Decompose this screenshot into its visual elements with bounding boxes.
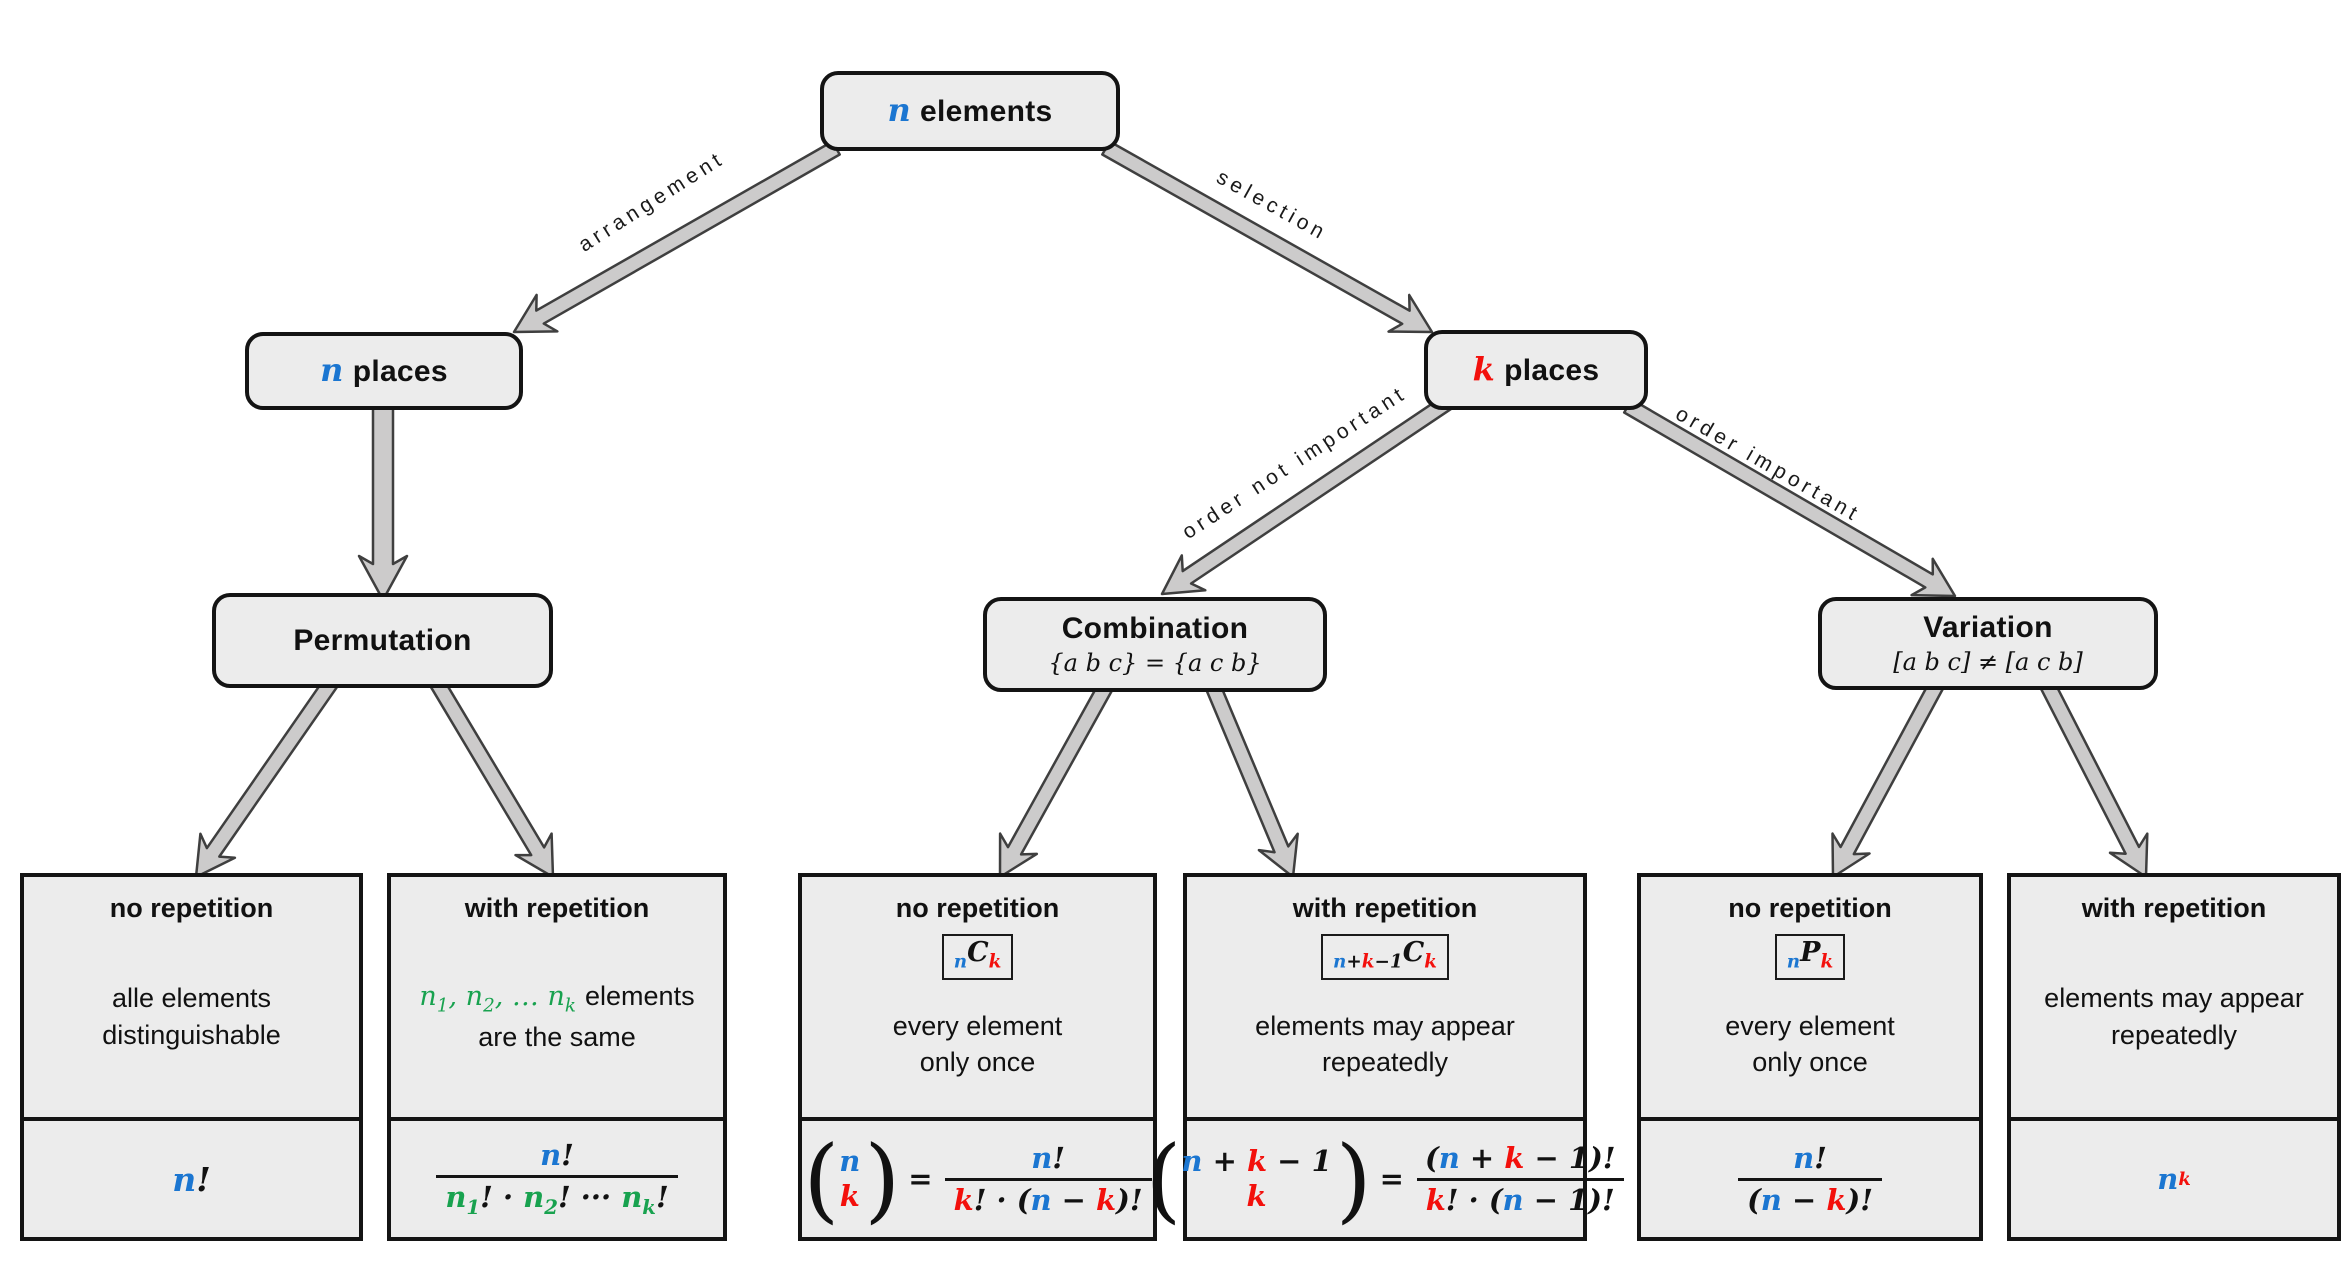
leaf-description: elements may appear repeatedly — [1255, 1010, 1515, 1078]
node-n-places-text: places — [352, 355, 448, 389]
leaf-heading: with repetition — [464, 893, 650, 923]
node-combination-example: {a b c} = {a c b} — [1048, 649, 1262, 677]
leaf-variation-with-repetition: with repetition elements may appear repe… — [2007, 873, 2341, 1241]
leaf-combination-with-repetition: with repetition n+k−1Ck elements may app… — [1145, 873, 1624, 1241]
leaf-description: elements may appear repeatedly — [2044, 983, 2304, 1050]
leaf-heading: no repetition — [109, 893, 274, 923]
node-k-places-text: places — [1504, 354, 1600, 388]
badge-nPk: nPk — [1774, 934, 1846, 980]
leaf-heading: no repetition — [895, 893, 1060, 923]
leaf-permutation-no-repetition: no repetition alle elements distinguisha… — [20, 873, 363, 1241]
node-variation-title: Variation — [1923, 611, 2053, 644]
paren-close: ) — [864, 1125, 900, 1233]
var-k: k — [1472, 350, 1496, 389]
var-n: n — [320, 351, 344, 390]
node-permutation-title: Permutation — [293, 624, 472, 657]
badge-nCk: nCk — [941, 934, 1014, 980]
var-n: n — [887, 91, 912, 130]
formula-n-factorial-over-groups: n! n1! · n2! ··· nk! — [391, 1117, 723, 1237]
leaf-heading: no repetition — [1728, 893, 1892, 923]
leaf-heading: with repetition — [1292, 893, 1478, 923]
formula-n-factorial-over-n-minus-k-factorial: n! (n − k)! — [1641, 1117, 1979, 1237]
leaf-heading: with repetition — [2081, 893, 2267, 923]
node-permutation: Permutation — [212, 593, 553, 688]
leaf-variation-no-repetition: no repetition nPk every element only onc… — [1637, 873, 1983, 1241]
paren-open: ( — [1145, 1125, 1181, 1233]
leaf-description: alle elements distinguishable — [102, 983, 281, 1050]
node-combination: Combination {a b c} = {a c b} — [983, 597, 1327, 692]
leaf-combination-no-repetition: no repetition nCk every element only onc… — [798, 873, 1157, 1241]
formula-n-factorial: n! — [24, 1117, 359, 1237]
leaf-description: every element only once — [892, 1010, 1063, 1078]
formula-binomial-n-plus-k-minus-1-choose-k: ( n + k − 1 k ) = (n + k − 1)! k! · (n −… — [1145, 1117, 1624, 1237]
node-n-elements-text: elements — [920, 95, 1053, 129]
badge-n-plus-k-minus-1-C-k: n+k−1Ck — [1321, 934, 1449, 980]
node-combination-title: Combination — [1061, 612, 1249, 645]
node-variation: Variation [a b c] ≠ [a c b] — [1818, 597, 2158, 690]
node-variation-example: [a b c] ≠ [a c b] — [1893, 648, 2083, 676]
paren-open: ( — [803, 1125, 839, 1233]
paren-close: ) — [1335, 1125, 1372, 1233]
math-n1-n2-nk: n1, n2, … nk — [419, 980, 577, 1017]
leaf-description: every element only once — [1725, 1010, 1895, 1078]
